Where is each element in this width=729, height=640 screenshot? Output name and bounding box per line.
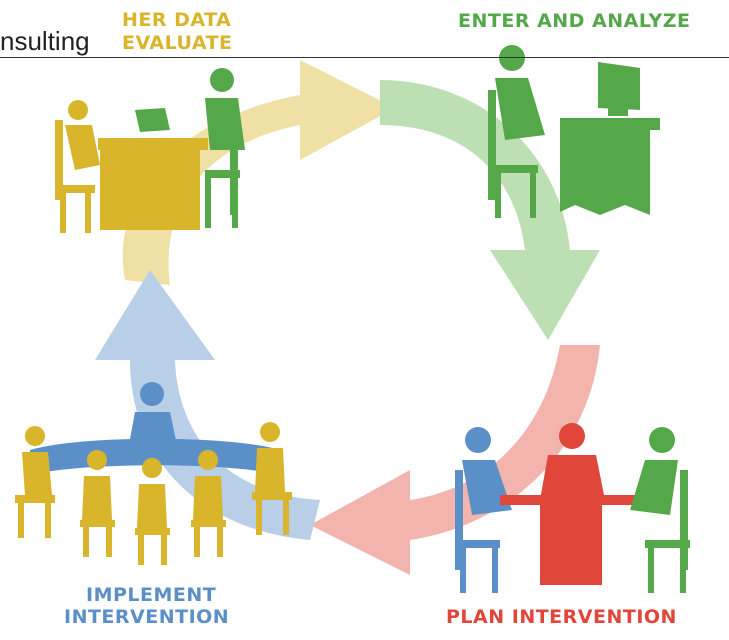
arrow-blue (95, 270, 320, 540)
plan-intervention-figure (455, 423, 690, 593)
plan-intervention-label: PLAN INTERVENTION (446, 606, 677, 628)
implement-label: IMPLEMENT (86, 584, 217, 606)
enter-analyze-label: ENTER AND ANALYZE (458, 10, 691, 32)
arrow-yellow (122, 60, 396, 285)
gather-data-label: HER DATA (122, 9, 232, 31)
intervention-label: INTERVENTION (64, 606, 230, 628)
arrow-green (380, 80, 600, 340)
evaluate-label: EVALUATE (122, 32, 233, 54)
arrow-red (310, 345, 600, 575)
brand-fragment: nsulting (0, 26, 90, 56)
header-divider (0, 57, 729, 58)
enter-analyze-figure (488, 45, 660, 218)
implement-intervention-figure (15, 382, 292, 565)
cycle-arrows (95, 60, 600, 575)
gather-evaluate-figure (55, 68, 245, 233)
